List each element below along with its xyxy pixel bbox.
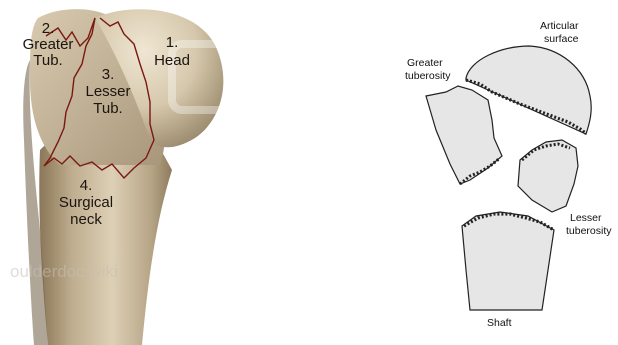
label-lesser-tub-line-2: Lesser bbox=[85, 83, 130, 100]
label-greater-tuberosity-line-1: Greater bbox=[407, 57, 443, 69]
lesser-tuberosity-fragment bbox=[518, 140, 578, 212]
label-lesser-tuberosity-line-2: tuberosity bbox=[566, 225, 612, 237]
fragment-sketch: Articular surface Greater tuberosity Les… bbox=[405, 20, 612, 329]
label-shaft: Shaft bbox=[487, 317, 512, 329]
label-articular-surface: Articular surface bbox=[540, 20, 581, 45]
label-greater-tub-line-1: 2. bbox=[42, 20, 55, 37]
watermark-text: oulderdoc.wiki bbox=[10, 262, 118, 281]
label-lesser-tub-line-3: Tub. bbox=[93, 100, 122, 117]
shaft-fragment bbox=[462, 212, 554, 310]
label-head-line-2: Head bbox=[154, 52, 190, 69]
label-greater-tuberosity-line-2: tuberosity bbox=[405, 70, 451, 82]
label-articular-surface-line-2: surface bbox=[544, 33, 579, 45]
label-articular-surface-line-1: Articular bbox=[540, 20, 579, 32]
label-greater-tub-line-3: Tub. bbox=[33, 52, 62, 69]
label-lesser-tuberosity: Lesser tuberosity bbox=[566, 212, 612, 237]
label-surgical-neck-line-3: neck bbox=[70, 211, 102, 228]
label-greater-tub-line-2: Greater bbox=[23, 36, 74, 53]
label-surgical-neck-line-1: 4. bbox=[80, 177, 93, 194]
label-lesser-tuberosity-line-1: Lesser bbox=[570, 212, 602, 224]
label-surgical-neck-line-2: Surgical bbox=[59, 194, 113, 211]
label-greater-tuberosity: Greater tuberosity bbox=[405, 57, 451, 82]
label-head-line-1: 1. bbox=[166, 34, 179, 51]
label-lesser-tub-line-1: 3. bbox=[102, 66, 115, 83]
greater-tuberosity-fragment bbox=[426, 86, 502, 184]
